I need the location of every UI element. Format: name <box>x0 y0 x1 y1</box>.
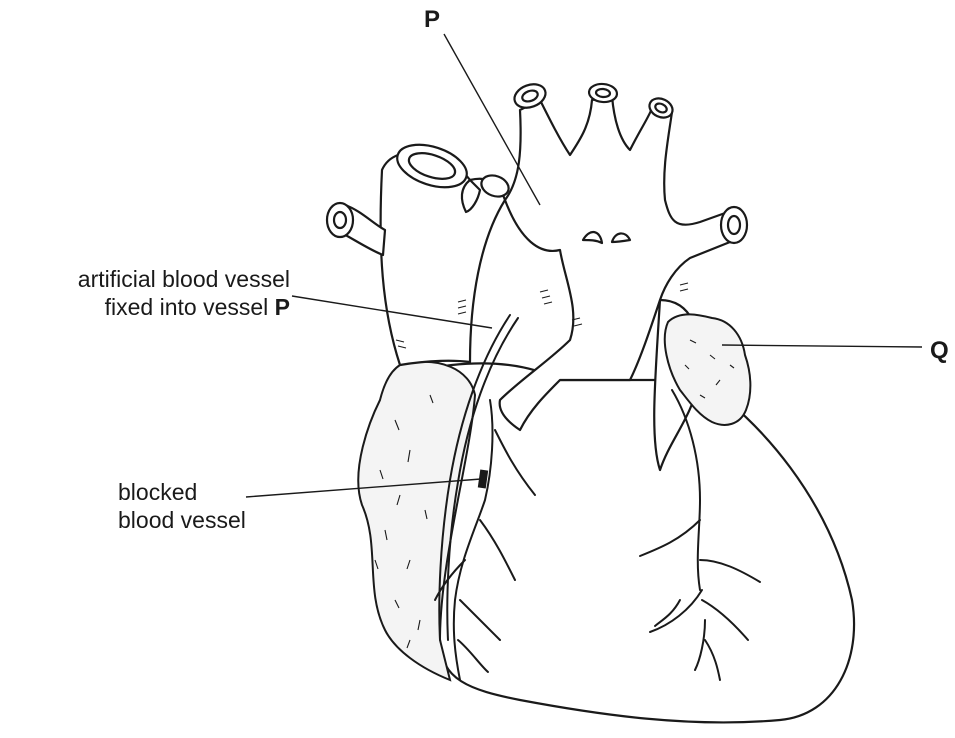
pulmonary-vein-left-lumen <box>334 212 346 228</box>
label-blocked-line1: blocked <box>118 478 246 506</box>
label-artificial-line2-text: fixed into vessel <box>105 294 275 320</box>
label-blocked-line2: blood vessel <box>118 506 246 534</box>
label-artificial-line2-bold: P <box>275 294 290 320</box>
label-artificial-vessel: artificial blood vessel fixed into vesse… <box>78 265 290 321</box>
pulmonary-artery-lumen <box>728 216 740 234</box>
label-blocked-vessel: blocked blood vessel <box>118 478 246 534</box>
label-q: Q <box>930 337 949 365</box>
label-artificial-line2: fixed into vessel P <box>78 293 290 321</box>
leader-q <box>722 345 922 347</box>
label-p: P <box>424 6 440 34</box>
label-artificial-line1: artificial blood vessel <box>78 265 290 293</box>
aorta-branch-2-lumen <box>596 88 611 97</box>
